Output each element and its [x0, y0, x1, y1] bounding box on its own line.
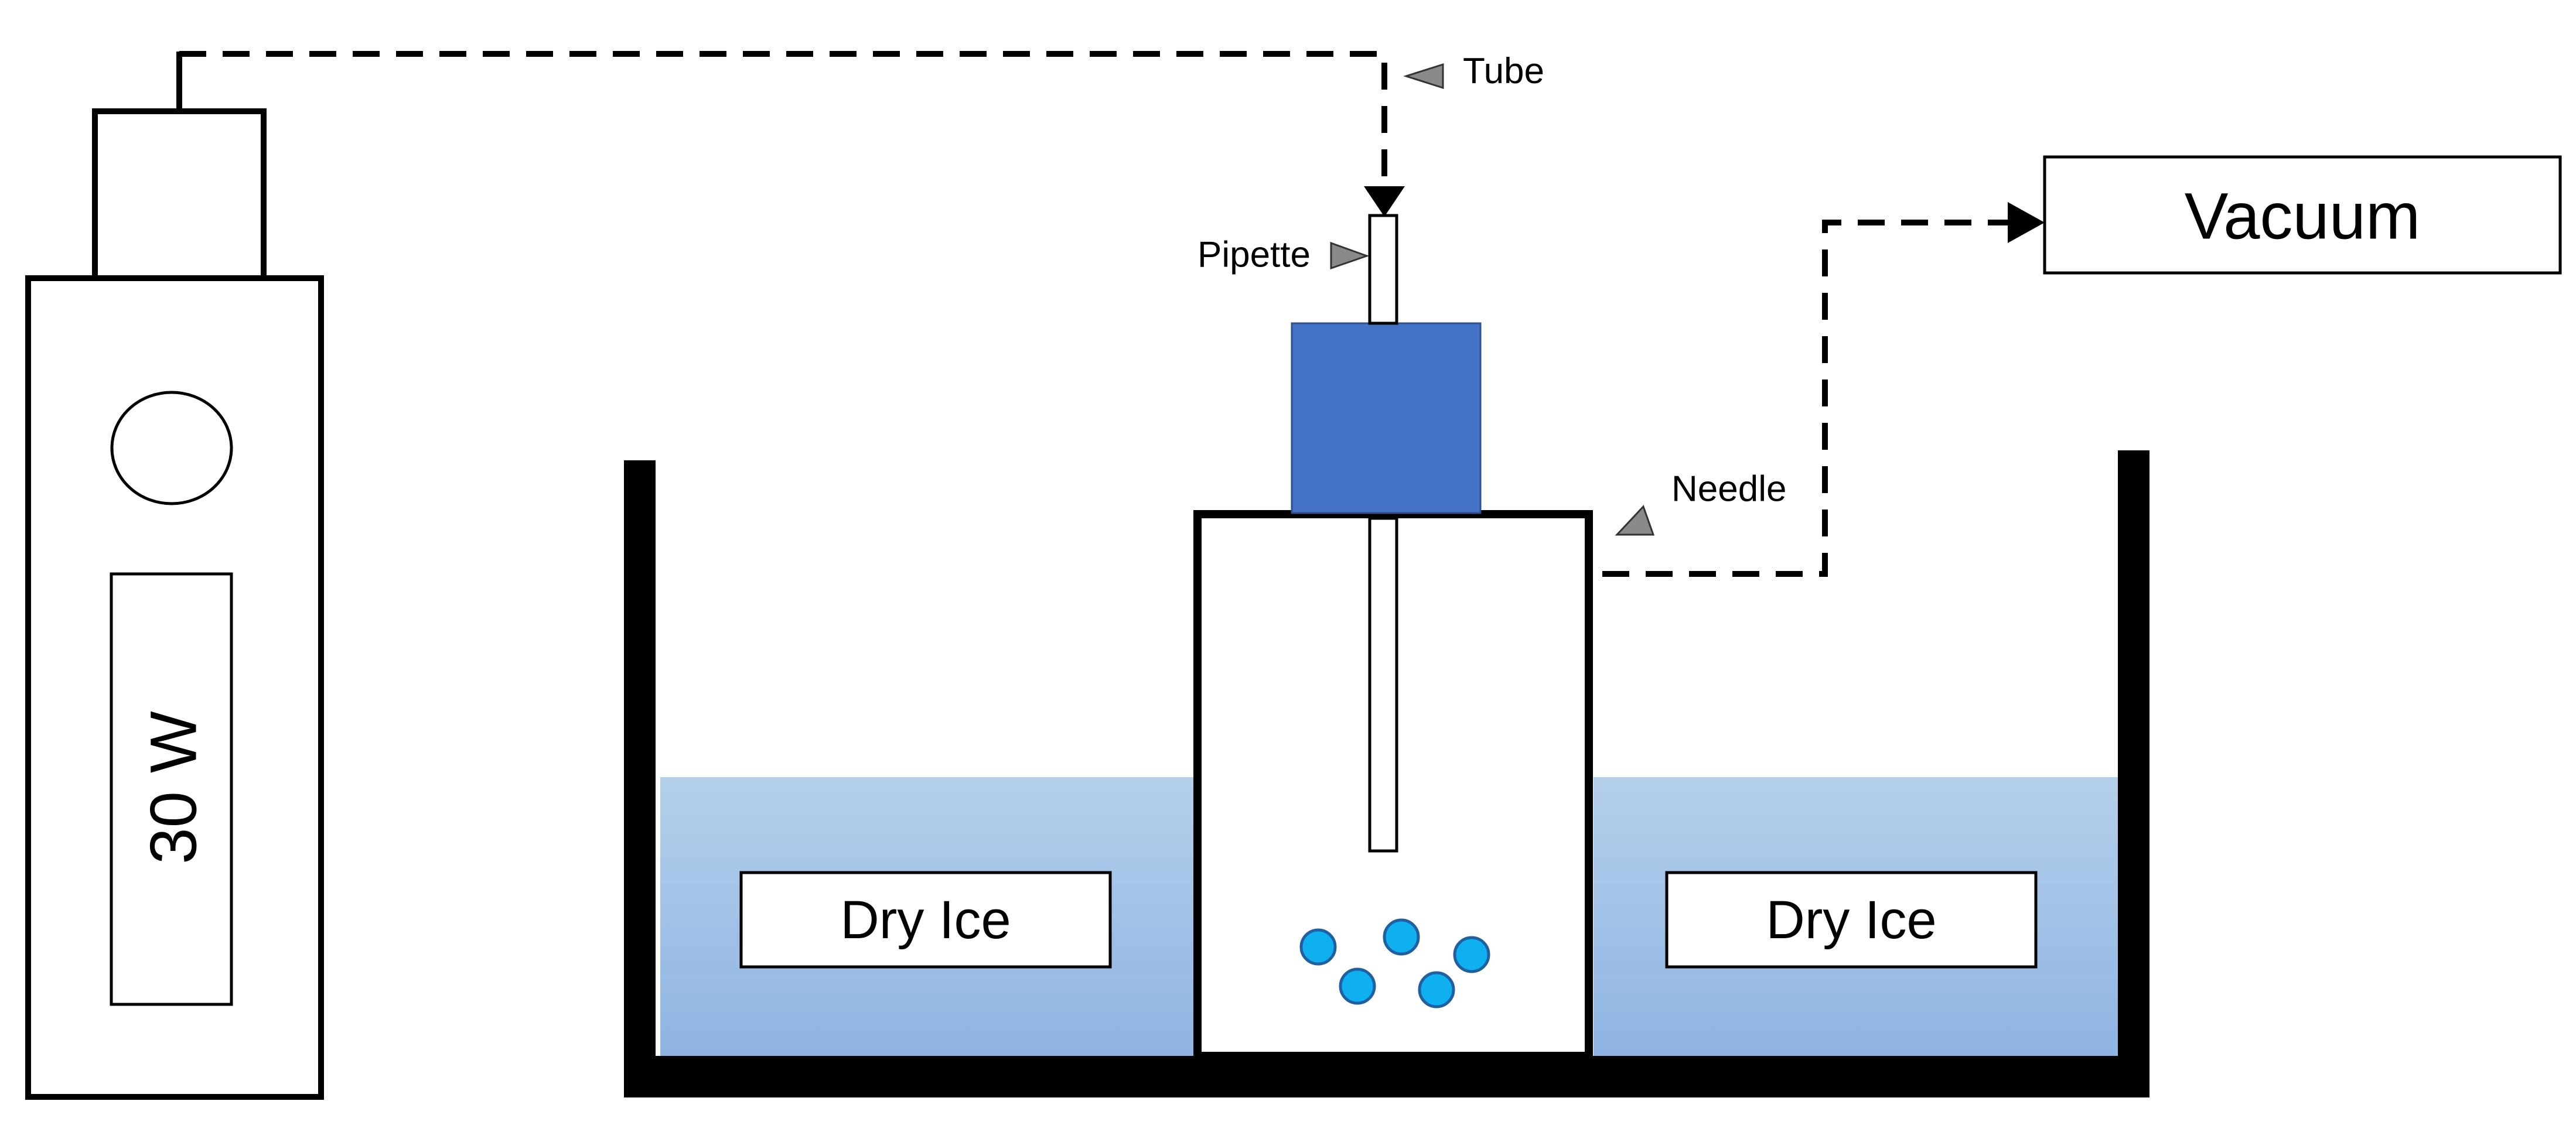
bubble — [1453, 936, 1490, 973]
sample-vessel — [1193, 214, 1593, 1060]
vacuum-pump: Vacuum — [2043, 155, 2562, 275]
dry-ice-left-box — [739, 871, 1112, 969]
vacuum-box — [2043, 155, 2562, 275]
dry-ice-left-label: Dry Ice — [840, 890, 1011, 950]
power-display — [110, 572, 233, 1006]
needle-callout: Needle — [1615, 469, 1786, 536]
power-supply: 30 W — [25, 52, 324, 1100]
vacuum-label: Vacuum — [2185, 180, 2421, 253]
needle-pointer-icon — [1615, 505, 1655, 536]
bubble — [1299, 928, 1337, 966]
pipette-callout: Pipette — [1197, 235, 1370, 275]
vacuum-line — [1602, 220, 2008, 577]
bubble — [1339, 967, 1376, 1005]
pipette-lower — [1368, 517, 1398, 853]
bath-wall-right — [2118, 450, 2149, 1097]
tube-callout-label: Tube — [1463, 51, 1544, 91]
power-supply-head — [92, 108, 267, 281]
pipette-upper — [1368, 214, 1398, 325]
power-knob-icon — [110, 391, 233, 505]
dry-ice-right: Dry Ice — [1665, 871, 2038, 969]
bubble — [1418, 971, 1455, 1008]
tube-line — [179, 51, 1387, 186]
power-label: 30 W — [137, 711, 210, 864]
pipette-pointer-icon — [1330, 241, 1370, 270]
dry-ice-left: Dry Ice — [739, 871, 1112, 969]
bath-wall-left — [624, 460, 656, 1097]
sample-bubbles — [1299, 918, 1490, 1008]
vacuum-arrowhead-icon — [2008, 202, 2045, 243]
rubber-stopper — [1291, 322, 1482, 514]
dry-ice-right-label: Dry Ice — [1766, 890, 1936, 950]
bubble — [1383, 918, 1420, 956]
bath-floor — [624, 1056, 2149, 1097]
tube-callout: Tube — [1403, 51, 1544, 91]
tube-pointer-icon — [1403, 63, 1444, 90]
needle-callout-label: Needle — [1671, 469, 1786, 510]
dry-ice-right-box — [1665, 871, 2038, 969]
pipette-callout-label: Pipette — [1197, 235, 1311, 275]
tube-arrowhead-icon — [1364, 186, 1405, 217]
